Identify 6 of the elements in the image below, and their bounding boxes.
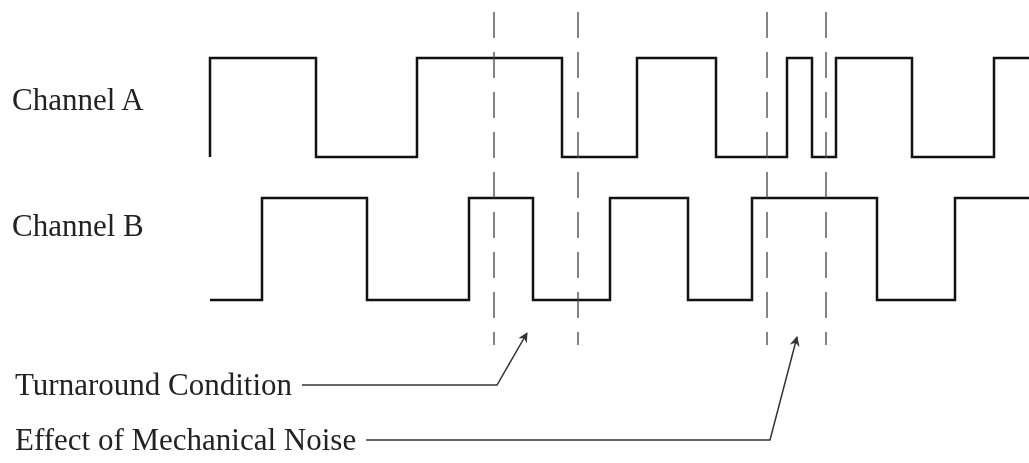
callout-text: Effect of Mechanical Noise	[15, 422, 357, 458]
callout-text: Turnaround Condition	[15, 367, 293, 403]
channel-label: Channel B	[12, 208, 144, 244]
channel-label: Channel A	[12, 82, 144, 118]
leader-line	[301, 332, 528, 386]
leader-line	[365, 336, 800, 441]
